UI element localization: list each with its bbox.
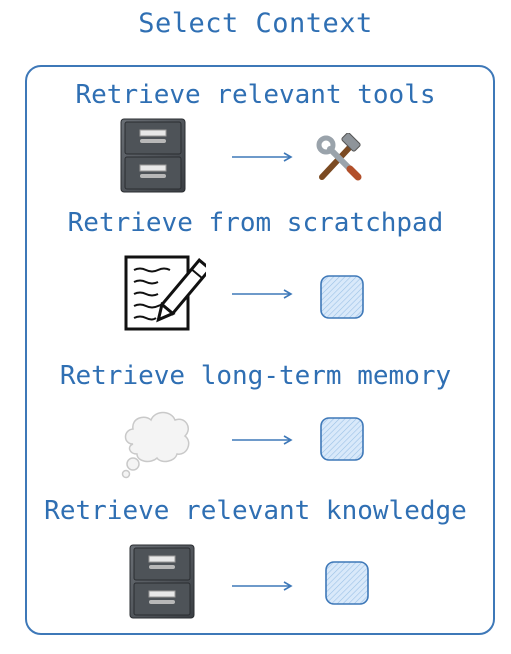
tools-icon: [314, 133, 366, 185]
arrow-4: [232, 580, 294, 592]
section-label-scratchpad: Retrieve from scratchpad: [67, 208, 444, 238]
context-block: [319, 274, 365, 320]
file-cabinet-icon: [129, 544, 195, 619]
section-label-tools: Retrieve relevant tools: [75, 80, 436, 110]
arrow-2: [232, 288, 294, 300]
arrow-3: [232, 434, 294, 446]
section-label-memory: Retrieve long-term memory: [59, 361, 452, 391]
context-frame: [25, 65, 495, 635]
file-cabinet-icon: [120, 118, 186, 193]
section-label-knowledge: Retrieve relevant knowledge: [44, 496, 467, 526]
context-block: [319, 416, 365, 462]
context-block: [324, 560, 370, 606]
thought-bubble-icon: [119, 404, 195, 480]
diagram-title: Select Context: [138, 8, 373, 39]
scratchpad-icon: [124, 254, 206, 332]
arrow-1: [232, 151, 294, 163]
